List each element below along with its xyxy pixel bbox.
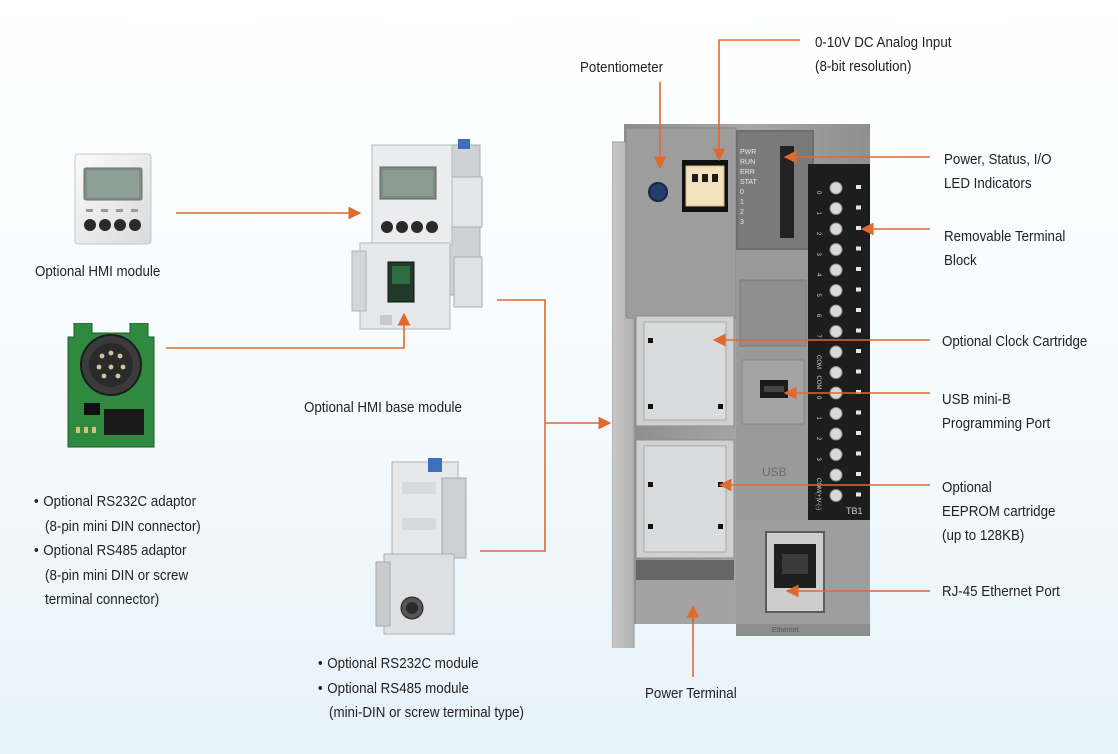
- terminal-indicator: [856, 410, 861, 415]
- label-ethernet: RJ-45 Ethernet Port: [942, 584, 1060, 600]
- terminal-screw: [829, 407, 843, 420]
- terminal-screw: [829, 304, 843, 318]
- terminal-label: 0: [815, 191, 821, 195]
- bullet-rs485-adaptor: Optional RS485 adaptor: [34, 539, 201, 564]
- terminal-screw: [829, 427, 843, 441]
- led-label: 0: [740, 189, 744, 196]
- terminal-indicator: [856, 369, 861, 374]
- terminal-indicator: [856, 472, 861, 476]
- terminal-screw: [829, 448, 843, 461]
- terminal-label: 4: [815, 273, 821, 277]
- ethernet-label: Ethernet: [772, 627, 799, 634]
- leader-bracket: [480, 299, 610, 552]
- terminal-label: V-(-): [815, 499, 821, 511]
- terminal-screw: [829, 181, 843, 195]
- label-hmi-module: Optional HMI module: [35, 264, 161, 280]
- terminal-screw: [829, 202, 843, 215]
- label-eeprom: Optional EEPROM cartridge (up to 128KB): [942, 480, 1056, 544]
- led-label: STAT: [740, 179, 758, 186]
- terminal-indicator: [856, 226, 861, 230]
- terminal-label: 6: [815, 314, 821, 318]
- terminal-indicator: [856, 492, 861, 497]
- tb1-label: TB1: [846, 506, 863, 516]
- usb-label: USB: [762, 465, 787, 479]
- label-hmi-base: Optional HMI base module: [304, 400, 462, 416]
- terminal-label: 3: [815, 253, 821, 257]
- label-power-terminal: Power Terminal: [645, 686, 737, 702]
- terminal-screw: [829, 489, 843, 502]
- label-led-indicators: Power, Status, I/O LED Indicators: [944, 152, 1052, 192]
- label-analog-input: 0-10V DC Analog Input (8-bit resolution): [815, 35, 952, 75]
- terminal-indicator: [856, 349, 861, 353]
- bullet-rs232c-adaptor: Optional RS232C adaptor: [34, 490, 201, 515]
- leader-analog-input: [712, 39, 800, 162]
- led-label: RUN: [740, 159, 755, 166]
- terminal-label: 0: [815, 396, 821, 400]
- led-label: ERR: [740, 169, 755, 176]
- hmi-module-image: [74, 153, 152, 245]
- terminal-screw: [829, 325, 843, 338]
- terminal-indicator: [856, 431, 861, 435]
- terminal-label: 5: [815, 294, 821, 298]
- rs232c-adaptor-board-image: [67, 323, 155, 448]
- terminal-screw: [829, 345, 843, 359]
- terminal-label: 3: [815, 458, 821, 462]
- terminal-label: 7: [815, 335, 821, 339]
- rs232c-module-image: [375, 458, 467, 635]
- terminal-indicator: [856, 451, 861, 456]
- leader-adaptor-to-base: [166, 312, 411, 349]
- label-potentiometer: Potentiometer: [580, 60, 664, 76]
- potentiometer-knob: [648, 182, 668, 202]
- terminal-indicator: [856, 328, 861, 333]
- label-terminal-block: Removable Terminal Block: [944, 229, 1066, 269]
- terminal-indicator: [856, 390, 861, 394]
- terminal-label: COM(+): [815, 478, 821, 500]
- module-bullet-list: Optional RS232C module Optional RS485 mo…: [318, 652, 524, 726]
- label-clock-cartridge: Optional Clock Cartridge: [942, 334, 1088, 350]
- bullet-rs232c-module: Optional RS232C module: [318, 652, 524, 677]
- terminal-screw: [829, 263, 843, 277]
- terminal-screw: [829, 468, 843, 482]
- led-label: PWR: [740, 149, 756, 156]
- terminal-label: 1: [815, 417, 821, 421]
- led-label: 3: [740, 219, 744, 226]
- terminal-screw: [829, 284, 843, 297]
- terminal-indicator: [856, 185, 861, 189]
- terminal-label: 2: [815, 232, 821, 236]
- led-label: 1: [740, 199, 744, 206]
- led-label: 2: [740, 209, 744, 216]
- adaptor-bullet-list: Optional RS232C adaptor (8-pin mini DIN …: [34, 490, 201, 613]
- label-usb-port: USB mini-B Programming Port: [942, 392, 1051, 432]
- terminal-indicator: [856, 246, 861, 251]
- terminal-label: COM: [815, 355, 821, 369]
- terminal-screw: [829, 366, 843, 379]
- terminal-indicator: [856, 308, 861, 312]
- terminal-indicator: [856, 205, 861, 210]
- terminal-indicator: [856, 287, 861, 292]
- terminal-label: 1: [815, 212, 821, 216]
- terminal-screw: [829, 243, 843, 256]
- terminal-label: COM: [815, 376, 821, 390]
- bullet-rs485-module: Optional RS485 module: [318, 677, 524, 702]
- terminal-label: 2: [815, 437, 821, 441]
- terminal-screw: [829, 222, 843, 236]
- terminal-indicator: [856, 267, 861, 271]
